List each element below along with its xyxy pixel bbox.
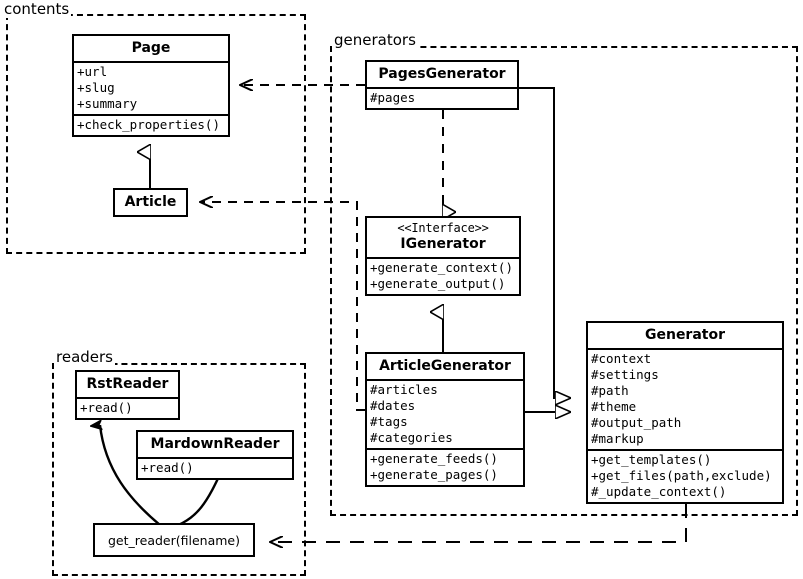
attribute: #categories: [370, 430, 453, 446]
attribute: #markup: [591, 431, 644, 447]
attribute: +slug: [77, 80, 115, 96]
class-rst-reader-methods: +read(): [77, 397, 178, 418]
class-pages-generator[interactable]: PagesGenerator #pages: [365, 60, 519, 111]
attribute: +url: [77, 64, 108, 80]
method: +generate_context(): [370, 259, 513, 275]
class-igenerator-methods: +generate_context() +generate_output(): [367, 256, 519, 294]
attribute: #settings: [591, 367, 659, 383]
class-article-generator[interactable]: ArticleGenerator #articles #dates #tags …: [365, 352, 525, 488]
class-article-generator-methods: +generate_feeds() +generate_pages(): [367, 448, 523, 485]
attribute: +summary: [77, 96, 138, 112]
class-mardown-reader[interactable]: MardownReader +read(): [136, 430, 294, 481]
method: +get_files(path,exclude): [591, 468, 772, 484]
class-generator-methods: +get_templates() +get_files(path,exclude…: [588, 449, 782, 502]
class-igenerator-title: IGenerator: [400, 235, 486, 252]
package-readers-label: readers: [54, 348, 115, 366]
attribute: #dates: [370, 398, 416, 414]
method: +check_properties(): [77, 117, 220, 133]
class-generator-name: Generator: [644, 327, 725, 343]
class-igenerator[interactable]: <<Interface>> IGenerator +generate_conte…: [365, 216, 521, 296]
package-generators: [330, 46, 798, 516]
class-rst-reader[interactable]: RstReader +read(): [75, 370, 180, 421]
method: +read(): [80, 400, 133, 416]
package-contents-label: contents: [2, 0, 72, 18]
class-generator[interactable]: Generator #context #settings #path #them…: [586, 321, 784, 505]
class-mardown-reader-methods: +read(): [138, 457, 292, 478]
class-pages-generator-name: PagesGenerator: [378, 66, 506, 82]
method: #_update_context(): [591, 484, 727, 500]
class-igenerator-name: <<Interface>> IGenerator: [367, 218, 519, 257]
attribute: #context: [591, 351, 652, 367]
class-rst-reader-name: RstReader: [86, 376, 169, 392]
class-article[interactable]: Article: [113, 188, 188, 218]
class-article-generator-name: ArticleGenerator: [379, 358, 511, 374]
class-page[interactable]: Page +url +slug +summary +check_properti…: [72, 34, 230, 138]
class-page-methods: +check_properties(): [74, 114, 228, 135]
method: +generate_pages(): [370, 467, 498, 483]
node-get-reader[interactable]: get_reader(filename): [93, 523, 255, 557]
package-contents: [6, 14, 306, 254]
attribute: #tags: [370, 414, 408, 430]
attribute: #output_path: [591, 415, 682, 431]
method: +get_templates(): [591, 452, 712, 468]
class-article-generator-attributes: #articles #dates #tags #categories: [367, 379, 523, 448]
attribute: #theme: [591, 399, 637, 415]
method: +generate_output(): [370, 275, 506, 291]
attribute: #path: [591, 383, 629, 399]
package-generators-label: generators: [332, 31, 418, 49]
class-mardown-reader-name: MardownReader: [150, 436, 280, 452]
class-page-name: Page: [131, 40, 171, 56]
class-page-attributes: +url +slug +summary: [74, 61, 228, 114]
class-igenerator-stereotype: <<Interface>>: [397, 221, 489, 235]
node-get-reader-label: get_reader(filename): [108, 532, 240, 548]
package-readers: [52, 363, 306, 576]
method: +generate_feeds(): [370, 451, 498, 467]
attribute: #pages: [370, 90, 416, 106]
attribute: #articles: [370, 382, 438, 398]
class-pages-generator-attributes: #pages: [367, 87, 517, 108]
class-article-name: Article: [124, 194, 177, 210]
class-generator-attributes: #context #settings #path #theme #output_…: [588, 348, 782, 449]
method: +read(): [141, 460, 194, 476]
